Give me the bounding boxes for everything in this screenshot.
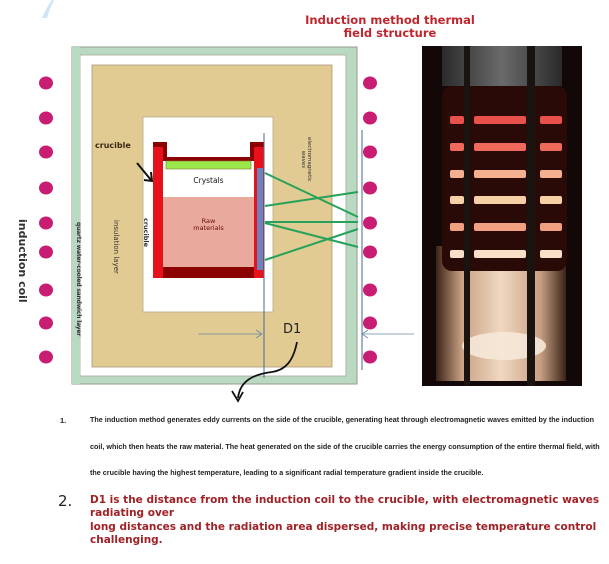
photo-top-tube [442,46,562,86]
crucible-callout-label: crucible [95,141,131,150]
insulation-layer-label: insulation layer [112,220,120,274]
crucible-lid-left-post [163,142,167,160]
raw-materials-label: Raw materials [163,218,254,232]
furnace-photo-drawing [422,46,582,386]
raw-materials-line-1: Raw [201,217,216,225]
note-1-number: 1. [60,416,67,425]
em-wave-line [264,228,359,261]
photo-crucible-plate [462,332,546,360]
coil-dot [39,76,53,90]
glowing-coil-band [540,116,562,124]
decorative-swoosh [38,0,54,18]
photo-support-rod [527,46,535,386]
glowing-coil-band [540,196,562,204]
glowing-coil-band [474,143,526,151]
coil-dot [39,350,53,364]
coil-dot [363,283,377,297]
crucible-left-rim [153,142,167,147]
induction-furnace-photo [422,46,582,386]
quartz-layer-label: quartz water-cooled sandwich layer [75,222,82,337]
em-wave-line [264,172,359,218]
coil-dot [363,145,377,159]
d1-arrowhead-right [361,329,369,339]
d1-pointer-arrowhead [231,390,244,403]
d1-arrowhead-left [255,329,263,339]
glowing-coil-band [540,250,562,258]
title-line-1: Induction method thermal [305,13,475,27]
glowing-coil-band [450,116,464,124]
glowing-coil-band [540,143,562,151]
crucible-left-wall [153,142,163,278]
crystals-label: Crystals [193,176,224,185]
coil-dot [39,145,53,159]
crucible-side-label: crucible [142,218,150,248]
photo-coil-body [442,86,567,271]
glowing-coil-band [450,196,464,204]
quartz-strip-left [72,47,80,384]
raw-materials-line-2: materials [193,224,224,232]
glowing-coil-band [450,250,464,258]
note-1-line: coil, which then heats the raw material.… [90,442,600,451]
d1-pointer-arrow [237,341,298,399]
induction-coil-right [363,76,377,364]
glowing-coil-band [450,170,464,178]
photo-support-rod [464,46,470,386]
glowing-coil-band [474,250,526,258]
coil-dot [363,350,377,364]
crucible-callout-arrow [136,162,152,181]
coil-dot [363,316,377,330]
glowing-coil-band [474,170,526,178]
coil-dot [363,216,377,230]
em-waves-label: electromagnetic waves [300,137,312,182]
note-2-number: 2. [58,492,73,510]
crucible-bottom [163,267,254,278]
note-1-line: the crucible having the highest temperat… [90,468,484,477]
crucible-right-rim [250,142,264,147]
note-2-line: long distances and the radiation area di… [90,521,597,546]
induction-coil-left [39,76,53,364]
crucible-lid [163,157,254,161]
glowing-coil-band [540,170,562,178]
glowing-coil-band [450,143,464,151]
diagram-canvas [39,46,414,403]
title-line-2: field structure [343,26,437,40]
thermal-field-diagram: induction coil quartz water-cooled sandw… [16,46,414,403]
coil-dot [39,316,53,330]
coil-dot [39,216,53,230]
glowing-coil-band [474,196,526,204]
distance-d1-label: D1 [283,322,302,337]
em-wave-line [264,222,359,248]
note-2-line: D1 is the distance from the induction co… [90,494,600,519]
crucible-lid-right-post [250,142,254,160]
note-1-line: The induction method generates eddy curr… [90,415,595,424]
glowing-coil-band [450,223,464,231]
diagram-title: Induction method thermal field structure [290,14,490,40]
em-wave-line [264,191,359,207]
em-wave-lines [264,172,359,261]
glowing-coil-band [474,223,526,231]
raw-materials-block [163,197,254,267]
coil-dot [39,111,53,125]
coil-dot [363,181,377,195]
glowing-coil-band [540,223,562,231]
em-waves-line-1: electromagnetic [306,137,312,182]
glowing-coil-band [474,116,526,124]
induction-coil-label: induction coil [16,219,29,303]
coil-dot [39,181,53,195]
coil-dot [39,245,53,259]
coil-dot [363,76,377,90]
coil-dot [363,111,377,125]
crucible-callout-arrowhead [143,171,154,183]
photo-coil-glow [450,116,562,258]
coil-dot [39,283,53,297]
heating-strip [257,168,263,270]
coil-dot [363,245,377,259]
crystals-block [165,160,252,170]
